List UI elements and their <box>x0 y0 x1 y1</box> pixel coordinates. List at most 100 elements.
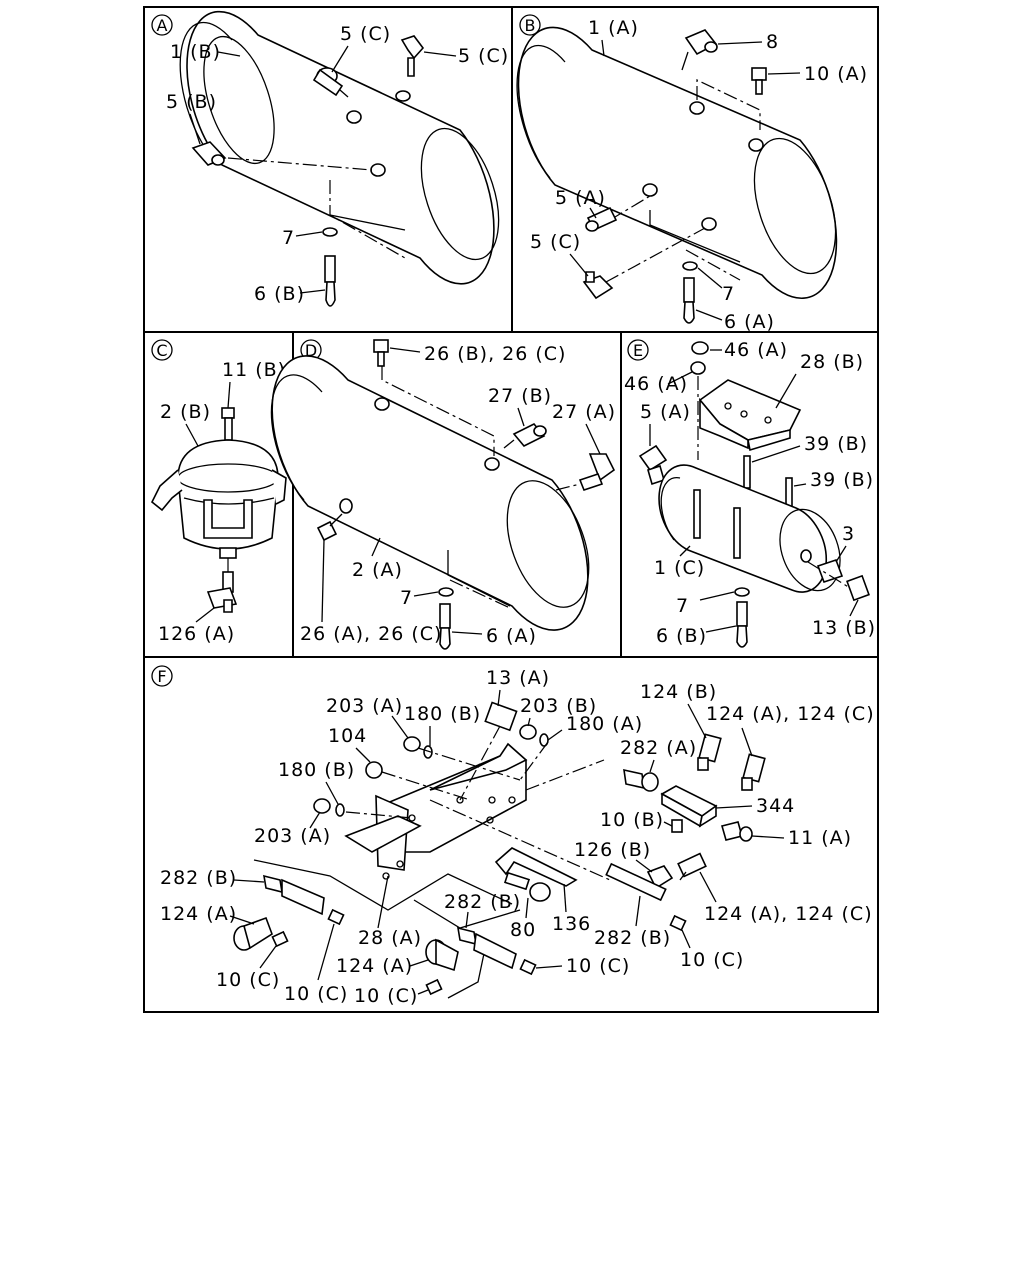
leader <box>663 821 673 827</box>
panel-b: B <box>516 14 867 333</box>
leader <box>699 591 735 601</box>
label-46a: 46 (A) <box>724 339 788 361</box>
panel-f: F <box>151 665 874 1007</box>
assembly-line <box>685 249 741 281</box>
fitting-5b <box>191 141 227 166</box>
switch-124b <box>697 733 722 771</box>
label-10c: 10 (C) <box>284 983 348 1005</box>
plug-10c <box>271 930 289 948</box>
leader <box>451 631 483 635</box>
label-7: 7 <box>282 227 295 249</box>
label-13b: 13 (B) <box>812 617 876 639</box>
switch-124a-124c <box>677 852 707 881</box>
assembly-line <box>227 157 373 171</box>
plug-10c <box>327 908 345 926</box>
label-11b: 11 (B) <box>222 359 286 381</box>
leader <box>835 545 847 563</box>
tank-port <box>689 101 705 115</box>
leader <box>635 859 653 873</box>
leader <box>681 929 691 949</box>
leader <box>227 381 231 409</box>
washer-7 <box>682 261 698 271</box>
stud-39b <box>743 455 751 489</box>
fitting-8 <box>681 29 718 71</box>
plug-10c <box>669 914 687 932</box>
nut-203a <box>313 798 331 814</box>
leader <box>751 835 785 839</box>
washer-180b <box>335 803 345 817</box>
panel-c-circle-letter: C <box>151 339 173 361</box>
leader <box>321 539 325 623</box>
leader <box>189 113 201 145</box>
leader <box>391 715 409 739</box>
label-5a: 5 (A) <box>555 187 606 209</box>
label-126b: 126 (B) <box>574 839 651 861</box>
switch-124a-124c <box>741 753 766 791</box>
leader <box>563 883 567 913</box>
label-282b: 282 (B) <box>444 891 521 913</box>
label-5c: 5 (C) <box>340 23 391 45</box>
check-valve-3 <box>816 558 844 584</box>
fitting-5c <box>582 271 614 300</box>
tank-port <box>484 457 500 471</box>
label-282b: 282 (B) <box>160 867 237 889</box>
label-11a: 11 (A) <box>788 827 852 849</box>
fitting-11a <box>721 821 753 842</box>
leader <box>423 51 457 57</box>
fitting-13b <box>846 574 870 602</box>
label-6a: 6 (A) <box>486 625 537 647</box>
fitting-282b <box>263 874 325 916</box>
assembly-line <box>381 366 495 456</box>
label-124b: 124 (B) <box>640 681 717 703</box>
tank-port <box>374 397 390 411</box>
nut-203a-top <box>403 736 421 752</box>
tank-port <box>395 90 411 102</box>
tank-port <box>748 138 764 152</box>
fitting-27b <box>503 423 547 449</box>
drain-cock-6b <box>736 601 748 648</box>
leader <box>299 289 326 294</box>
leader <box>389 347 421 353</box>
plug-10b <box>671 819 683 833</box>
svg-text:A: A <box>157 16 168 35</box>
panel-a-circle-letter: A <box>151 14 173 36</box>
drain-cock-6a <box>439 603 451 650</box>
label-203a: 203 (A) <box>326 695 403 717</box>
label-1a: 1 (A) <box>588 17 639 39</box>
label-7: 7 <box>722 283 735 305</box>
label-13a: 13 (A) <box>486 667 550 689</box>
assembly-line <box>519 741 549 781</box>
label-10c: 10 (C) <box>566 955 630 977</box>
leader <box>325 781 339 805</box>
svg-text:F: F <box>157 667 166 686</box>
bolt-26b-26c <box>373 339 389 367</box>
label-39b: 39 (B) <box>804 433 868 455</box>
fitting-282b <box>605 862 667 902</box>
fitting-5a <box>585 206 618 232</box>
tank-port <box>642 183 658 197</box>
label-6a: 6 (A) <box>724 311 775 333</box>
leader <box>667 371 693 385</box>
plug-10c <box>425 978 443 996</box>
switch-124a <box>233 916 273 951</box>
bolt-80 <box>503 871 551 902</box>
leader <box>413 591 439 597</box>
drain-cock-6a <box>683 277 695 324</box>
washer-7 <box>438 587 454 597</box>
leader <box>295 231 323 237</box>
plug-10c <box>519 958 537 976</box>
leader <box>195 607 215 623</box>
svg-text:B: B <box>525 16 536 35</box>
leader <box>525 897 529 919</box>
leader <box>317 923 335 981</box>
leader <box>355 747 371 763</box>
spacer-13a <box>484 701 518 732</box>
assembly-line <box>605 227 706 283</box>
leader <box>705 625 737 633</box>
label-7: 7 <box>400 587 413 609</box>
leader <box>649 759 655 773</box>
leader <box>217 51 241 57</box>
leader <box>309 811 321 829</box>
leader <box>635 895 641 927</box>
fitting-27a <box>578 453 616 491</box>
